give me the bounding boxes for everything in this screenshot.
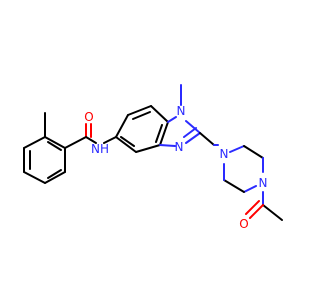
- bond: [44, 136, 66, 149]
- bond: [127, 105, 152, 116]
- bond: [115, 136, 137, 153]
- bond: [103, 136, 117, 144]
- bond-cn: [243, 185, 257, 193]
- bond-cn: [185, 120, 201, 134]
- atom-labels: O NH N N N N O: [84, 104, 267, 231]
- bond: [23, 171, 46, 184]
- nitrogen-h-label: NH: [91, 142, 109, 156]
- bond: [64, 136, 87, 149]
- bond: [150, 105, 169, 123]
- oxygen-label: O: [84, 110, 93, 124]
- bond: [135, 144, 161, 153]
- structure-diagram: O NH N N N N O: [23, 84, 283, 231]
- bond-cn: [159, 144, 176, 147]
- bond-double-inner: [47, 169, 62, 179]
- bond: [223, 179, 245, 193]
- bond: [199, 132, 215, 146]
- bond-cn-double: [185, 132, 201, 144]
- bond-double-inner: [120, 136, 135, 147]
- bond-co-double: [245, 200, 260, 215]
- bond-cn: [167, 116, 177, 123]
- bond-cn: [229, 145, 245, 153]
- bonds: [23, 84, 283, 221]
- molecule-canvas: O NH N N N N O: [23, 84, 283, 231]
- nitrogen-label: N: [177, 104, 186, 118]
- bond-double-inner: [155, 124, 163, 143]
- bond: [23, 136, 46, 149]
- bond-double-inner: [47, 141, 62, 151]
- bond-methyl: [262, 204, 283, 221]
- nitrogen-label: N: [175, 140, 184, 154]
- bond: [44, 171, 66, 184]
- nitrogen-label: N: [259, 176, 268, 190]
- bond-cn-double-inner: [183, 127, 197, 138]
- nitrogen-label: N: [220, 147, 229, 161]
- bond-double-inner: [132, 111, 151, 120]
- oxygen-label: O: [239, 217, 248, 231]
- bond: [115, 114, 129, 138]
- bond: [159, 121, 169, 146]
- bond: [85, 136, 97, 144]
- bond: [243, 145, 264, 159]
- bond-co: [249, 204, 264, 219]
